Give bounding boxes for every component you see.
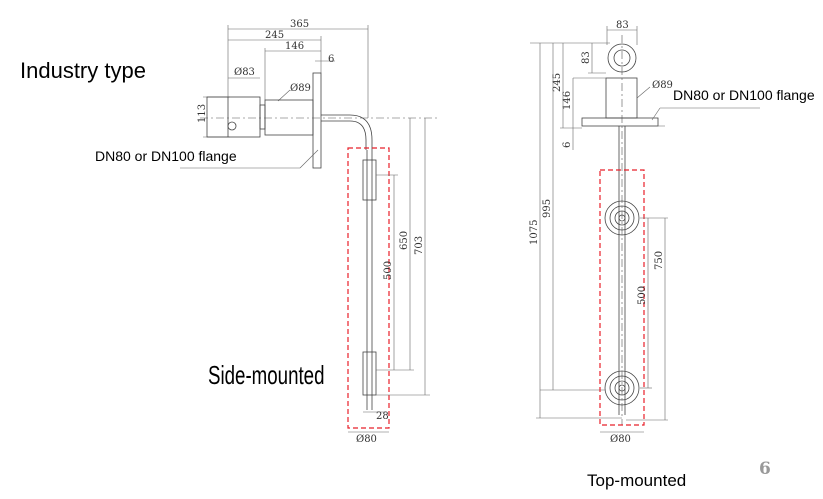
dim-d89: Ø89 — [290, 83, 311, 94]
dim-6: 6 — [328, 54, 334, 65]
highlight-box — [599, 169, 645, 426]
neck-cylinder — [605, 77, 638, 119]
dim-500: 500 — [383, 261, 394, 280]
dim-113: 113 — [197, 104, 208, 123]
top-flange-note: DN80 or DN100 flange — [673, 87, 815, 103]
side-mounted-drawing: 365 245 146 6 Ø83 Ø89 113 500 650 703 28 — [95, 19, 440, 445]
flange — [312, 72, 322, 169]
dim-146: 146 — [562, 91, 573, 110]
side-mounted-label: Side-mounted — [208, 360, 324, 390]
dim-1075: 1075 — [529, 220, 540, 245]
float-upper — [362, 159, 377, 201]
dim-d89: Ø89 — [652, 80, 673, 91]
dim-245: 245 — [552, 73, 563, 92]
top-mounted-label: Top-mounted — [587, 471, 686, 490]
dim-500: 500 — [637, 286, 648, 305]
dim-365: 365 — [290, 19, 309, 30]
dim-83-width: 83 — [616, 20, 629, 31]
dim-83-height: 83 — [581, 51, 592, 64]
dim-750: 750 — [654, 251, 665, 270]
dim-28: 28 — [376, 411, 389, 422]
dim-650: 650 — [399, 231, 410, 250]
float-lower — [362, 351, 377, 396]
float-upper — [604, 200, 640, 236]
cable-gland — [227, 121, 237, 131]
pipe — [321, 114, 373, 150]
dim-6: 6 — [562, 142, 573, 148]
page-number: 6 — [759, 459, 771, 479]
dim-d80: Ø80 — [356, 434, 377, 445]
dim-703: 703 — [414, 236, 425, 255]
housing — [206, 96, 261, 138]
neck-cylinder — [264, 99, 314, 136]
highlight-box — [347, 147, 390, 429]
side-flange-note: DN80 or DN100 flange — [95, 148, 237, 164]
dim-245: 245 — [265, 30, 284, 41]
dim-d83: Ø83 — [234, 67, 255, 78]
dim-d80: Ø80 — [610, 434, 631, 445]
float-lower — [604, 370, 640, 406]
flange — [581, 117, 659, 127]
top-mounted-drawing: 83 83 146 245 6 1075 995 750 500 Ø8 — [529, 20, 815, 490]
dim-146: 146 — [285, 41, 304, 52]
page-title: Industry type — [20, 58, 146, 83]
dim-995: 995 — [542, 199, 553, 218]
